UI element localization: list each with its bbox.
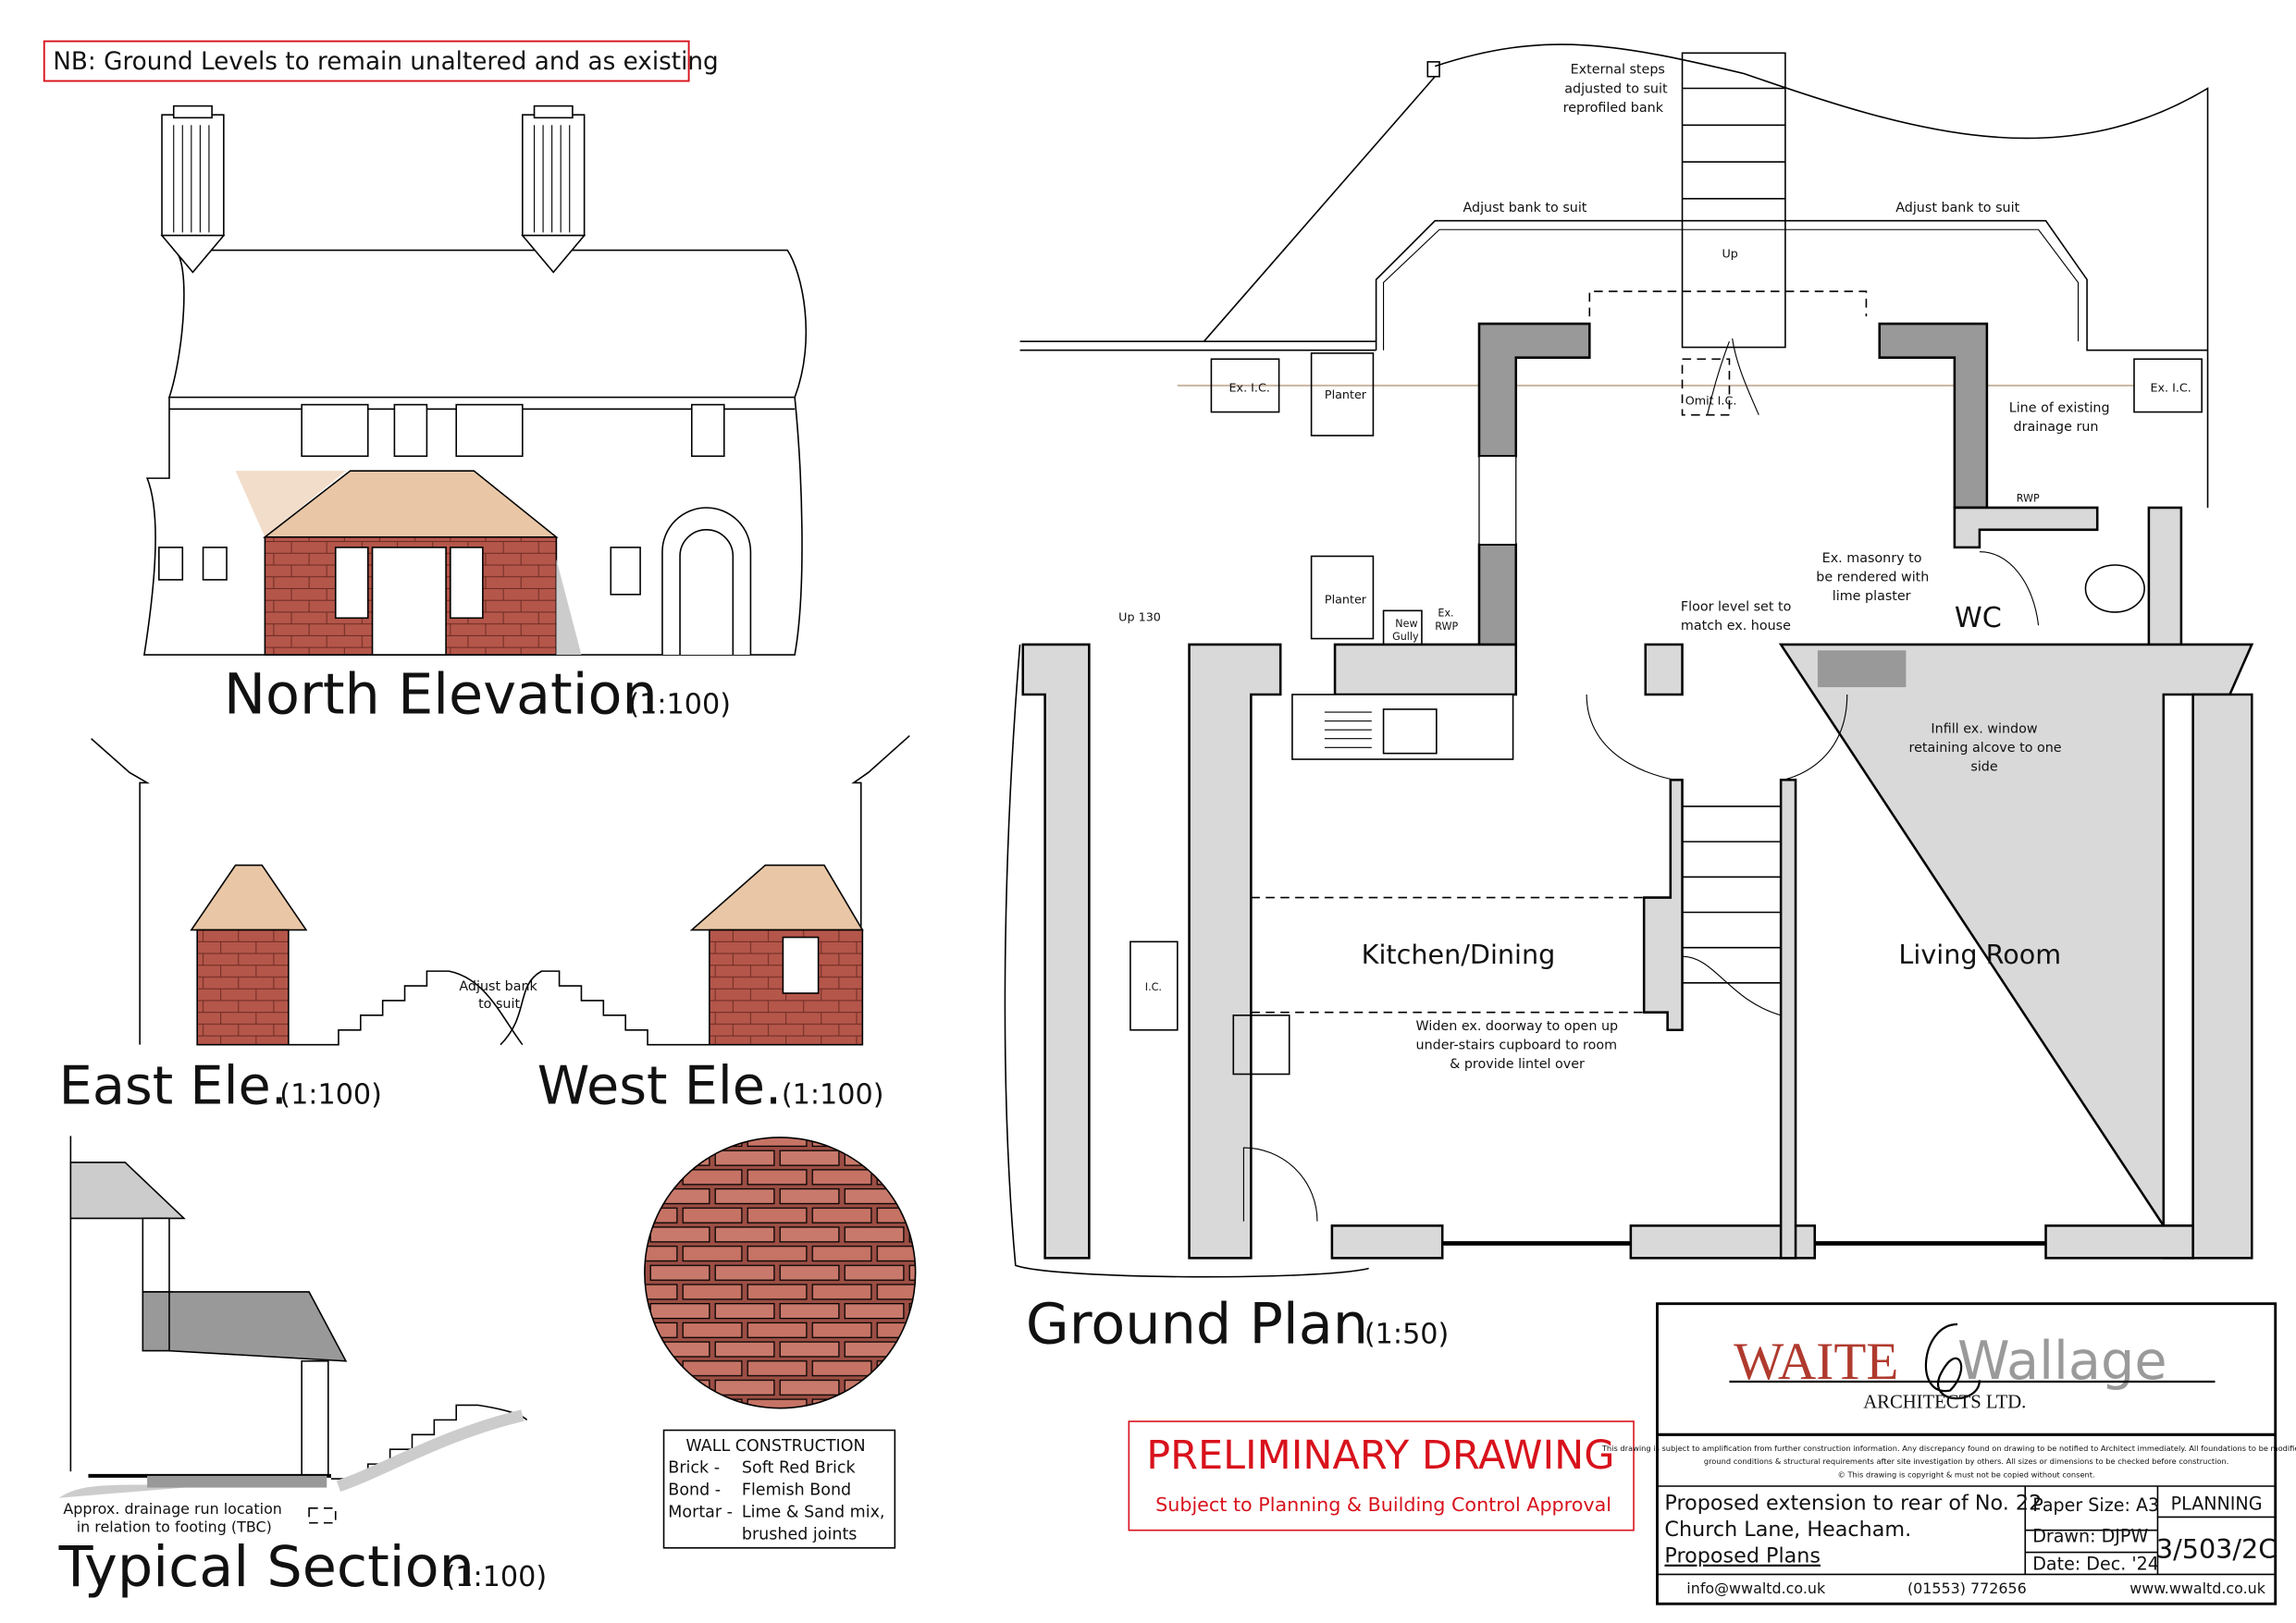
drawing-label: adjusted to suit bbox=[1564, 81, 1668, 96]
drawing-label: be rendered with bbox=[1816, 571, 1929, 585]
drawing-label: brushed joints bbox=[742, 1525, 858, 1543]
drawing-label: New bbox=[1395, 618, 1417, 630]
east-elevation-scale: (1:100) bbox=[279, 1078, 382, 1111]
drawing-label: to suit bbox=[478, 997, 520, 1012]
drawing-label: Ex. masonry to bbox=[1822, 551, 1922, 566]
drawing-label: Line of existing bbox=[2009, 401, 2110, 416]
drawing-label: WALL CONSTRUCTION bbox=[685, 1437, 865, 1456]
drawing-label: Ex. I.C. bbox=[1229, 380, 1270, 394]
north-elevation: North Elevation (1:100) bbox=[142, 105, 808, 728]
drawing-label: Up 130 bbox=[1118, 609, 1161, 623]
drawing-label: Planter bbox=[1325, 387, 1367, 401]
drawing-status: PLANNING bbox=[2171, 1493, 2263, 1514]
drawing-label: in relation to footing (TBC) bbox=[77, 1518, 272, 1535]
drawing-label: Bond - bbox=[668, 1482, 721, 1500]
drawing-title: Proposed Plans bbox=[1664, 1544, 1821, 1568]
drawing-label: Date: Dec. '24 bbox=[2032, 1554, 2159, 1575]
east-elevation-title: East Ele. bbox=[59, 1054, 288, 1116]
preliminary-drawing-stamp: PRELIMINARY DRAWING Subject to Planning … bbox=[1128, 1420, 1635, 1531]
chimney-right bbox=[521, 105, 586, 274]
drawing-label: This drawing is subject to amplification… bbox=[1601, 1444, 2296, 1453]
drawing-label: NB: Ground Levels to remain unaltered an… bbox=[53, 48, 718, 76]
drawing-label: Flemish Bond bbox=[742, 1482, 851, 1500]
west-elevation: West Ele. (1:100) bbox=[500, 734, 910, 1116]
drawing-label: Ex. I.C. bbox=[2150, 380, 2191, 394]
drawing-label: lime plaster bbox=[1833, 589, 1911, 604]
drawing-label: match ex. house bbox=[1681, 619, 1791, 633]
drawing-label: Lime & Sand mix, bbox=[742, 1503, 885, 1521]
drawing-label: reprofiled bank bbox=[1563, 101, 1664, 116]
drawing-label: External steps bbox=[1571, 63, 1665, 78]
drawing-label: www.wwaltd.co.uk bbox=[2129, 1580, 2266, 1597]
drawing-label: retaining alcove to one bbox=[1909, 741, 2062, 756]
typical-section-title: Typical Section bbox=[58, 1535, 475, 1600]
drawing-label: Church Lane, Heacham. bbox=[1664, 1518, 1911, 1542]
drawing-label: & provide lintel over bbox=[1450, 1057, 1585, 1072]
drawing-label: Brick - bbox=[668, 1459, 720, 1478]
west-elevation-title: West Ele. bbox=[537, 1054, 783, 1116]
drawing-label: under-stairs cupboard to room bbox=[1416, 1038, 1617, 1052]
drawing-label: Adjust bank to suit bbox=[1463, 201, 1586, 215]
ground-plan-title: Ground Plan bbox=[1026, 1293, 1368, 1358]
drawing-label: Kitchen/Dining bbox=[1362, 939, 1556, 970]
drawing-label: Subject to Planning & Building Control A… bbox=[1155, 1494, 1611, 1516]
drawing-label: Planter bbox=[1325, 592, 1367, 606]
wall-construction-legend: WALL CONSTRUCTION Brick - Soft Red Brick… bbox=[662, 1429, 896, 1549]
drawing-label: ground conditions & structural requireme… bbox=[1704, 1457, 2229, 1466]
drawing-label: Widen ex. doorway to open up bbox=[1416, 1019, 1619, 1034]
drawing-label: Ex. bbox=[1438, 608, 1453, 620]
ground-levels-note: NB: Ground Levels to remain unaltered an… bbox=[43, 40, 719, 82]
typical-section-scale: (1:100) bbox=[444, 1561, 547, 1593]
east-elevation: Adjust bank to suit East Ele. (1:100) bbox=[59, 738, 538, 1116]
ground-plan: External steps adjusted to suit reprofil… bbox=[1004, 43, 2254, 1358]
drawing-label: RWP bbox=[2017, 493, 2040, 505]
title-block: WAITE Wallage ARCHITECTS LTD. This drawi… bbox=[1601, 1302, 2296, 1605]
north-elevation-scale: (1:100) bbox=[628, 689, 731, 721]
drawing-label: Proposed extension to rear of No. 22 bbox=[1664, 1491, 2042, 1515]
drawing-label: side bbox=[1970, 760, 1997, 775]
drawing-label: Infill ex. window bbox=[1931, 721, 2037, 736]
brick-sample-swatch bbox=[644, 1137, 917, 1409]
drawing-label: ARCHITECTS LTD. bbox=[1863, 1393, 2026, 1413]
drawing-label: drainage run bbox=[2014, 420, 2099, 435]
drawing-label: (01553) 772656 bbox=[1907, 1580, 2027, 1597]
drawing-label: WC bbox=[1955, 602, 2002, 634]
drawing-label: Adjust bank bbox=[459, 979, 537, 994]
external-steps bbox=[1588, 52, 1868, 349]
drawing-label: I.C. bbox=[1145, 981, 1162, 993]
drawing-label: © This drawing is copyright & must not b… bbox=[1838, 1469, 2095, 1479]
drawing-label: Mortar - bbox=[668, 1503, 733, 1521]
company-logo: WAITE Wallage ARCHITECTS LTD. bbox=[1729, 1322, 2216, 1413]
drawing-number: 3/503/2C bbox=[2156, 1533, 2277, 1565]
plan-annotations: External steps adjusted to suit reprofil… bbox=[1118, 63, 2191, 1073]
drawing-label: Approx. drainage run location bbox=[63, 1500, 281, 1518]
internal-stairs bbox=[1682, 805, 1782, 1016]
north-elevation-title: North Elevation bbox=[224, 663, 658, 728]
drawing-label: RWP bbox=[1435, 621, 1458, 633]
drawing-label: Living Room bbox=[1898, 939, 2061, 970]
drawing-label: Paper Size: A3 bbox=[2032, 1494, 2159, 1516]
drawing-label: Drawn: DJPW bbox=[2032, 1525, 2148, 1546]
drawing-label: Floor level set to bbox=[1681, 599, 1791, 614]
drawing-label: Up bbox=[1722, 246, 1738, 260]
drawing-label: Gully bbox=[1392, 631, 1419, 643]
drawing-label: Omit I.C. bbox=[1685, 394, 1737, 408]
drawing-label: Adjust bank to suit bbox=[1895, 201, 2019, 215]
typical-section: Approx. drainage run location in relatio… bbox=[58, 1136, 547, 1600]
drawing-label: PRELIMINARY DRAWING bbox=[1146, 1432, 1614, 1479]
west-elevation-scale: (1:100) bbox=[782, 1078, 884, 1111]
ground-plan-scale: (1:50) bbox=[1364, 1319, 1449, 1351]
drawing-label: Soft Red Brick bbox=[742, 1459, 857, 1478]
drawing-label: info@wwaltd.co.uk bbox=[1686, 1580, 1826, 1597]
chimney-left bbox=[160, 105, 226, 274]
